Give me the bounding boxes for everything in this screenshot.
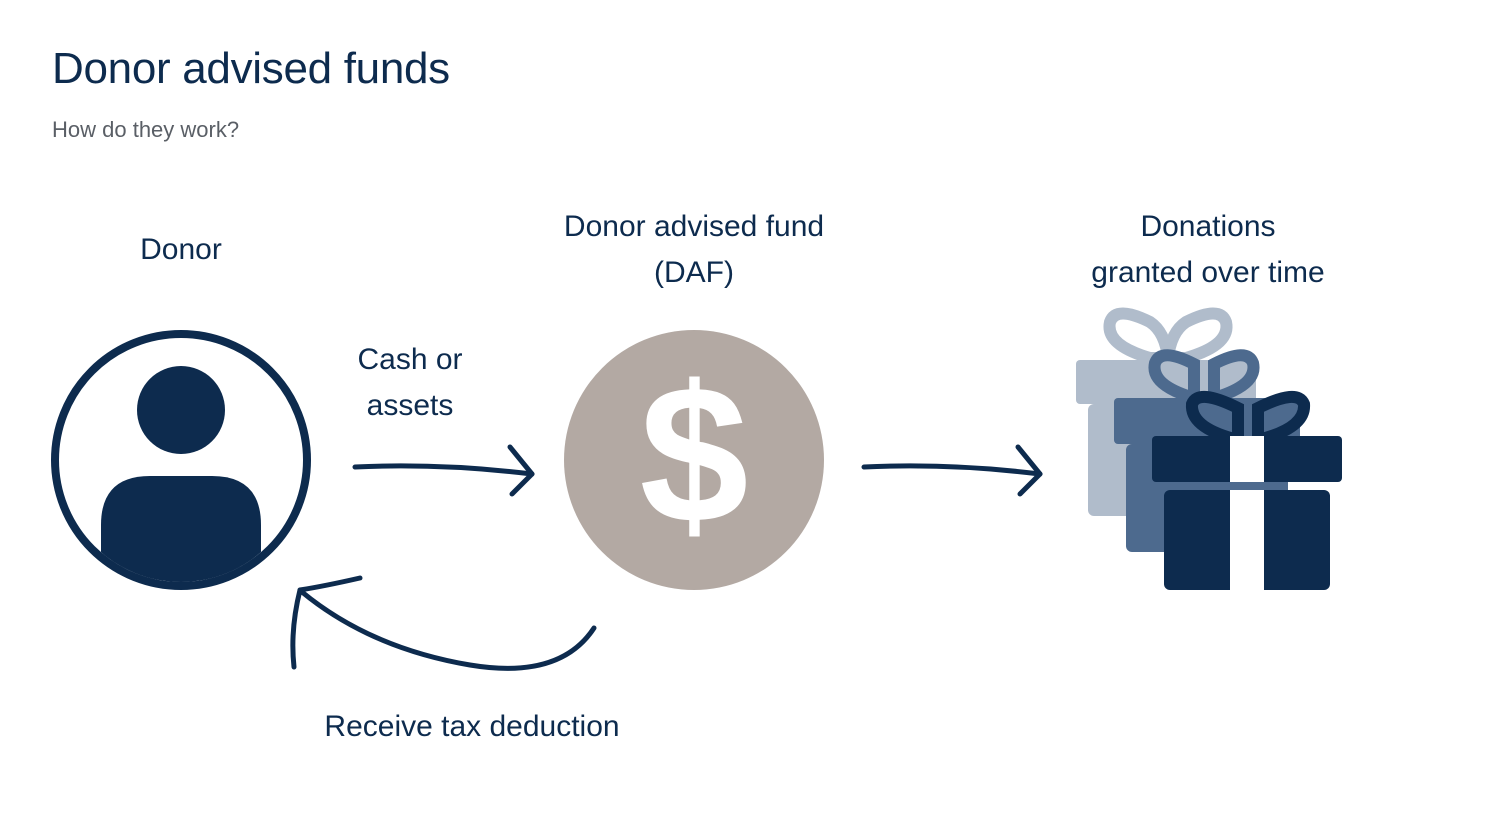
daf-label-line2: (DAF) [654,256,734,289]
gifts-icon [1076,307,1342,590]
page-subtitle: How do they work? [52,117,240,142]
page-title: Donor advised funds [52,44,450,93]
donor-label: Donor [140,233,222,266]
arrow-daf-to-donations [861,444,1043,497]
arrow-donor-to-daf [352,444,535,497]
donations-label-line2: granted over time [1091,256,1325,289]
cash-label-line2: assets [366,389,454,422]
donations-label-line1: Donations [1140,210,1276,243]
daf-label: Donor advised fund (DAF) [534,204,854,296]
tax-deduction-label: Receive tax deduction [324,710,620,743]
donations-label: Donations granted over time [1058,204,1358,296]
daf-label-line1: Donor advised fund [563,210,825,243]
cash-label: Cash or assets [310,337,510,429]
dollar-symbol: $ [639,345,748,564]
person-icon [51,330,311,590]
cash-label-line1: Cash or [357,343,463,376]
arrow-daf-to-donor [290,575,597,671]
dollar-coin-icon: $ [564,330,824,590]
